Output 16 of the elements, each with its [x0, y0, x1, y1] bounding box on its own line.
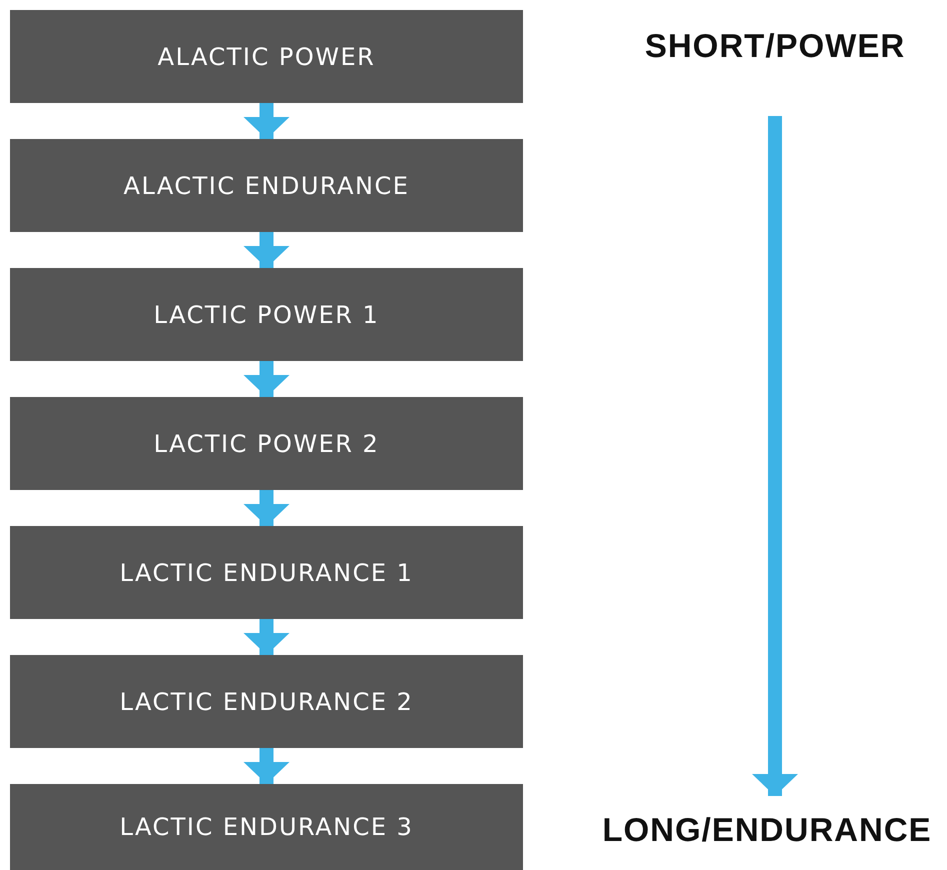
arrow	[244, 619, 290, 655]
process-box: LACTIC POWER 1	[10, 268, 523, 361]
process-box: ALACTIC ENDURANCE	[10, 139, 523, 232]
process-box: LACTIC ENDURANCE 3	[10, 784, 523, 870]
arrow	[244, 361, 290, 397]
axis-label: SHORT/POWER	[620, 18, 930, 74]
direction-arrow	[752, 116, 798, 796]
process-box: LACTIC ENDURANCE 1	[10, 526, 523, 619]
axis-label: LONG/ENDURANCE	[592, 800, 942, 860]
arrow	[244, 748, 290, 784]
process-box: LACTIC POWER 2	[10, 397, 523, 490]
arrow	[244, 232, 290, 268]
arrow	[244, 490, 290, 526]
process-box: ALACTIC POWER	[10, 10, 523, 103]
process-box: LACTIC ENDURANCE 2	[10, 655, 523, 748]
arrow	[244, 103, 290, 139]
